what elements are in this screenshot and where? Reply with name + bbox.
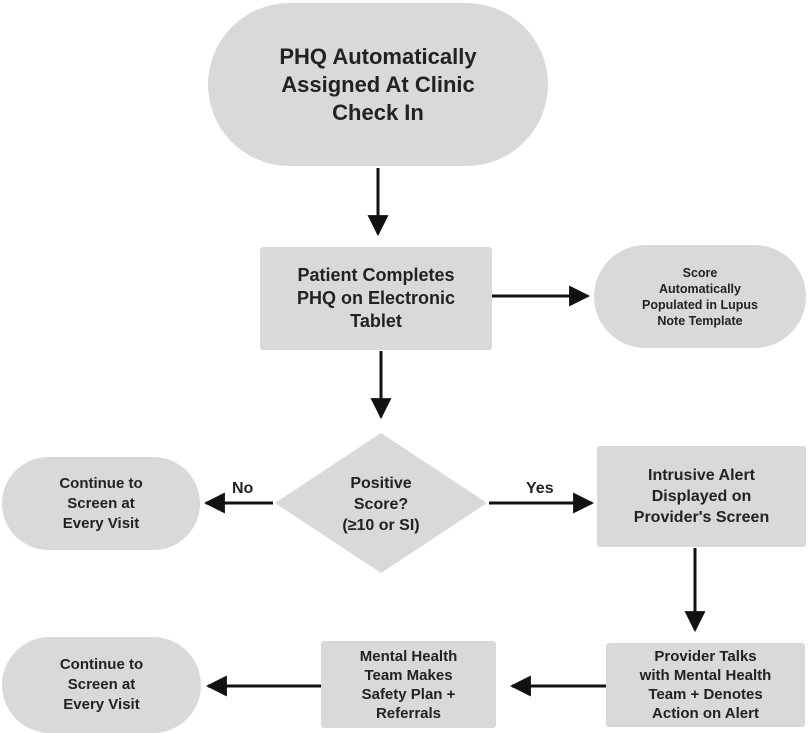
complete-phq-node: Patient Completes PHQ on Electronic Tabl… xyxy=(260,247,492,350)
mental-health-plan-node: Mental Health Team Makes Safety Plan + R… xyxy=(321,641,496,728)
continue-screening-bottom-node: Continue to Screen at Every Visit xyxy=(2,637,201,733)
no-label: No xyxy=(232,480,254,497)
decision-node: Positive Score? (≥10 or SI) xyxy=(342,474,420,534)
start-node: PHQ Automatically Assigned At Clinic Che… xyxy=(208,3,548,166)
provider-talks-node: Provider Talks with Mental Health Team +… xyxy=(606,643,805,727)
intrusive-alert-node: Intrusive Alert Displayed on Provider's … xyxy=(597,446,806,547)
decision-diamond xyxy=(275,433,487,573)
continue-screening-top-node: Continue to Screen at Every Visit xyxy=(2,457,200,550)
yes-label: Yes xyxy=(526,480,554,497)
score-populated-node: Score Automatically Populated in Lupus N… xyxy=(594,245,806,348)
